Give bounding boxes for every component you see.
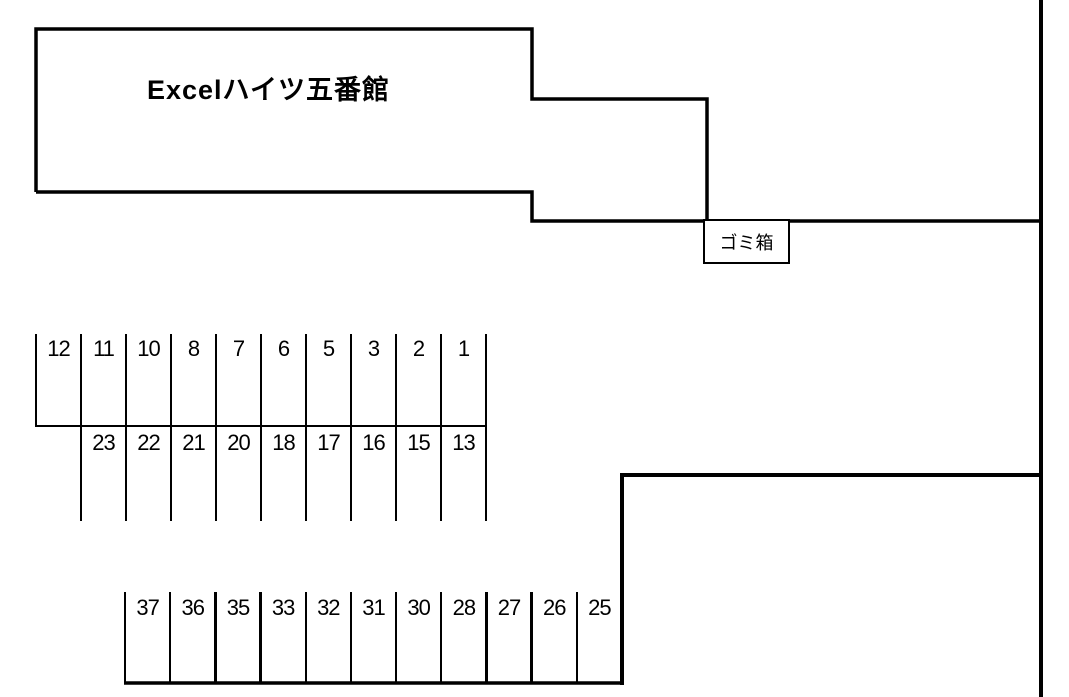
stall-label-10: 10 bbox=[137, 336, 160, 361]
stall-divider-line bbox=[79, 334, 83, 521]
stall-label-12: 12 bbox=[47, 336, 70, 361]
stall-divider-line bbox=[214, 334, 218, 521]
stall-label-32: 32 bbox=[317, 595, 340, 620]
stall-label-17: 17 bbox=[317, 430, 340, 455]
stall-label-27: 27 bbox=[497, 595, 521, 620]
stall-divider-line bbox=[394, 334, 398, 521]
stall-label-15: 15 bbox=[407, 430, 430, 455]
stall-divider-line bbox=[349, 592, 353, 683]
stall-label-13: 13 bbox=[452, 430, 475, 455]
stall-divider-line bbox=[169, 334, 173, 521]
stall-label-31: 31 bbox=[362, 595, 385, 620]
trash-bin-box: ゴミ箱 bbox=[703, 219, 790, 264]
stall-label-11: 11 bbox=[93, 336, 115, 361]
stall-label-1: 1 bbox=[457, 336, 470, 361]
stall-label-8: 8 bbox=[187, 336, 200, 361]
stall-label-3: 3 bbox=[367, 336, 380, 361]
stall-divider-line bbox=[259, 334, 263, 521]
stall-divider-line bbox=[123, 592, 127, 683]
stall-divider-line bbox=[34, 334, 38, 426]
stall-divider-line bbox=[484, 334, 488, 521]
stall-label-22: 22 bbox=[137, 430, 160, 455]
stall-label-2: 2 bbox=[412, 336, 425, 361]
stall-label-28: 28 bbox=[452, 595, 476, 620]
stall-label-33: 33 bbox=[271, 595, 295, 620]
stall-divider-line bbox=[440, 592, 443, 683]
stall-divider-line bbox=[124, 334, 128, 521]
stall-label-20: 20 bbox=[227, 430, 250, 455]
trash-bin-label: ゴミ箱 bbox=[719, 232, 774, 253]
stall-divider-line bbox=[394, 592, 398, 683]
stall-divider-line bbox=[439, 334, 443, 521]
stall-divider-line bbox=[304, 592, 307, 683]
stall-label-26: 26 bbox=[542, 595, 566, 620]
stall-divider-line bbox=[530, 592, 533, 683]
stall-divider-line bbox=[168, 592, 172, 683]
stall-label-6: 6 bbox=[277, 336, 290, 361]
stall-divider-line bbox=[485, 592, 488, 683]
stall-divider-line bbox=[214, 592, 217, 683]
stall-label-21: 21 bbox=[182, 430, 205, 455]
stall-divider-line bbox=[575, 592, 578, 683]
stall-divider-line bbox=[304, 334, 308, 521]
stall-divider-line bbox=[259, 592, 262, 683]
lower-right-boundary-line bbox=[620, 473, 1041, 685]
stall-label-25: 25 bbox=[588, 595, 611, 620]
stall-label-7: 7 bbox=[232, 336, 245, 361]
building-title: Excelハイツ五番館 bbox=[147, 75, 391, 105]
stall-label-5: 5 bbox=[322, 336, 335, 361]
stall-label-37: 37 bbox=[136, 595, 159, 620]
stall-separator-line bbox=[35, 424, 487, 428]
stall-divider-line bbox=[349, 334, 353, 521]
stall-label-30: 30 bbox=[407, 595, 430, 620]
stall-label-16: 16 bbox=[362, 430, 385, 455]
stall-label-35: 35 bbox=[226, 595, 250, 620]
stall-label-36: 36 bbox=[181, 595, 205, 620]
building-outline bbox=[34, 27, 709, 219]
stall-label-18: 18 bbox=[272, 430, 295, 455]
building-bottom-boundary-line bbox=[36, 190, 1043, 223]
stall-label-23: 23 bbox=[92, 430, 115, 455]
